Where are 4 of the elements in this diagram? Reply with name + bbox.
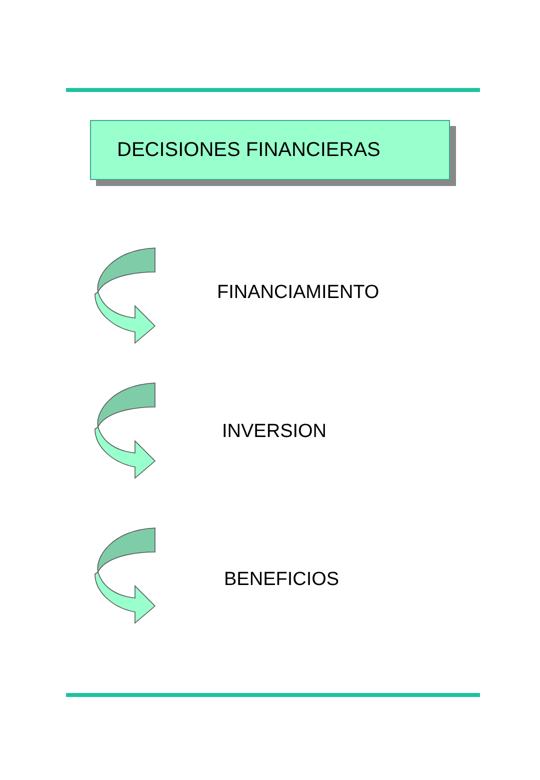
heading-text: DECISIONES FINANCIERAS (117, 138, 380, 162)
item-text: BENEFICIOS (224, 569, 340, 591)
item-text: FINANCIAMIENTO (217, 282, 380, 304)
item-text: INVERSION (222, 421, 327, 443)
